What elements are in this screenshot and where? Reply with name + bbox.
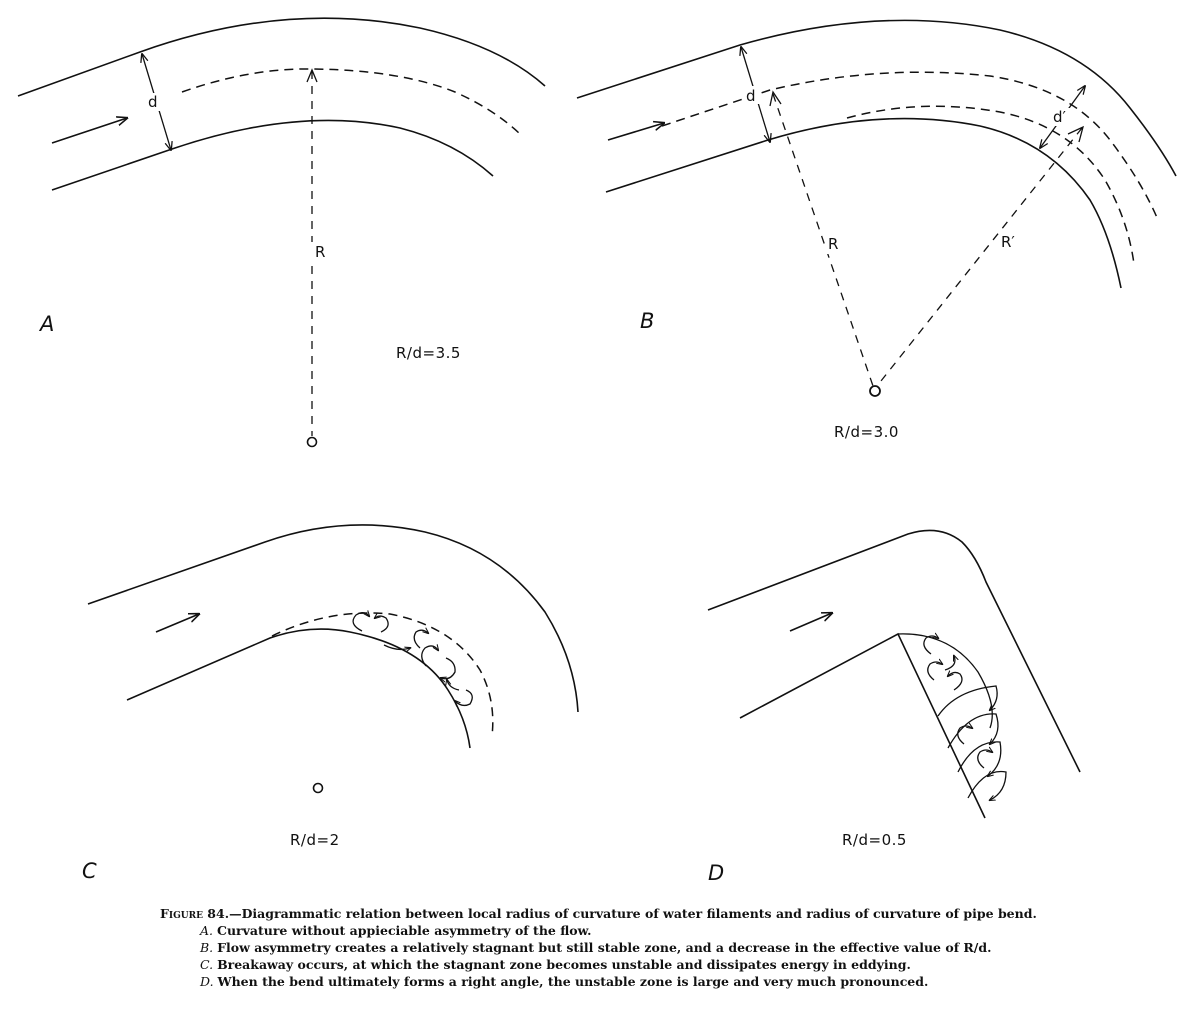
radius-arrowhead	[306, 68, 318, 83]
eddy-swirls	[352, 613, 473, 706]
caption-item-b: B. Flow asymmetry creates a relatively s…	[160, 939, 1140, 956]
pipe-inner-wall	[126, 628, 471, 749]
center-point	[312, 782, 324, 794]
caption-item-key: D.	[200, 974, 214, 989]
caption-item-d: D. When the bend ultimately forms a righ…	[160, 973, 1140, 990]
diameter-label: d	[746, 87, 756, 105]
radius-arrowhead	[769, 90, 782, 107]
effective-radius-line	[876, 127, 1083, 387]
separation-streamline	[897, 633, 993, 729]
panel-letter: A	[38, 312, 54, 336]
panel-d: R/d=0.5 D	[707, 529, 1081, 885]
pipe-outer-wall	[576, 19, 1177, 177]
flow-arrow	[155, 614, 199, 633]
separation-streamline	[846, 105, 1135, 265]
diameter-label: d	[148, 93, 158, 111]
pipe-inner-wall	[739, 632, 986, 819]
centerline-filament	[181, 68, 521, 135]
ratio-label: R/d=3.0	[834, 423, 899, 441]
radius-label: R	[315, 243, 325, 261]
ratio-label: R/d=2	[290, 831, 340, 849]
center-point	[869, 385, 881, 397]
separation-streamline	[271, 612, 494, 737]
flow-arrow	[607, 123, 664, 141]
caption-item-key: A.	[200, 923, 214, 938]
caption-item-c: C. Breakaway occurs, at which the stagna…	[160, 956, 1140, 973]
caption-item-a: A. Curvature without appieciable asymmet…	[160, 922, 1140, 939]
centerline-filament	[661, 71, 1159, 221]
eddy-swirls	[923, 636, 1007, 800]
pipe-outer-wall	[87, 524, 579, 713]
ratio-label: R/d=0.5	[842, 831, 907, 849]
caption-title: Figure 84.—Diagrammatic relation between…	[160, 905, 1140, 922]
pipe-outer-wall	[707, 529, 1081, 773]
panel-b: d d′ R R′ B R/d=3.0	[576, 19, 1177, 441]
flow-arrow	[789, 613, 832, 632]
ratio-label: R/d=3.5	[396, 344, 461, 362]
caption-item-text: Flow asymmetry creates a relatively stag…	[217, 940, 992, 955]
caption-item-text: Curvature without appieciable asymmetry …	[217, 923, 592, 938]
caption-item-key: B.	[200, 940, 214, 955]
effective-radius-label: R′	[1001, 233, 1015, 251]
radius-line	[772, 93, 874, 387]
figure-number: Figure 84.	[160, 906, 230, 921]
panel-a: d R A R/d=3.5	[17, 17, 546, 448]
caption-title-text: —Diagrammatic relation between local rad…	[229, 906, 1037, 921]
pipe-outer-wall	[17, 17, 546, 97]
panel-letter: B	[640, 309, 654, 333]
reduced-diameter-label: d′	[1053, 108, 1067, 126]
flow-arrow	[51, 118, 127, 144]
caption-item-key: C.	[200, 957, 214, 972]
panel-letter: C	[82, 859, 97, 883]
panel-letter: D	[708, 861, 724, 885]
center-point	[306, 436, 318, 448]
caption-item-text: Breakaway occurs, at which the stagnant …	[217, 957, 911, 972]
pipe-inner-wall	[51, 119, 494, 191]
panel-c: R/d=2 C	[82, 524, 579, 883]
pipe-inner-wall	[605, 117, 1122, 289]
radius-label: R	[828, 235, 838, 253]
figure-caption: Figure 84.—Diagrammatic relation between…	[160, 905, 1140, 990]
caption-item-text: When the bend ultimately forms a right a…	[217, 974, 929, 989]
effective-radius-arrowhead	[1067, 125, 1084, 143]
